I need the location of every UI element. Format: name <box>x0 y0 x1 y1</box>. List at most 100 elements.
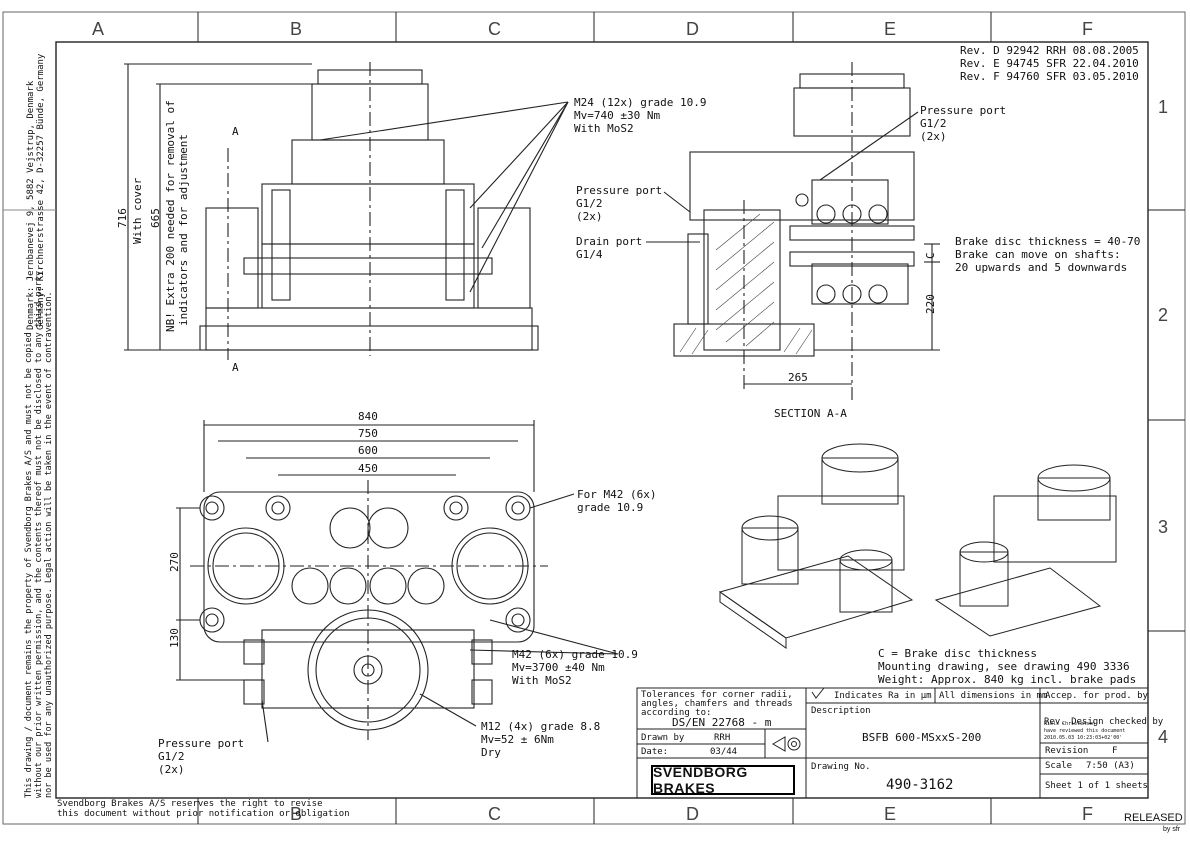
revision-value: F <box>1112 746 1118 756</box>
section-title: SECTION A-A <box>774 407 847 420</box>
drawn-by-value: RRH <box>714 733 731 743</box>
callout-m24-line-3: With MoS2 <box>574 122 634 135</box>
scale-label: Scale <box>1045 761 1073 771</box>
section-pressure-port-left-2: G1/2 <box>576 197 603 210</box>
section-mark-a-bottom: A <box>232 361 239 374</box>
checked-stamp-1: Niels Christensen <box>1044 721 1096 727</box>
description-value: BSFB 600-MSxxS-200 <box>862 731 982 744</box>
dim-270: 270 <box>168 552 181 572</box>
date-label: Date: <box>641 747 669 757</box>
callout-m24-line-1: M24 (12x) grade 10.9 <box>574 96 707 109</box>
zone-col-b-bottom: B <box>290 804 303 824</box>
zone-col-d-bottom: D <box>686 804 699 824</box>
front-view-drawing <box>124 62 569 360</box>
brake-disc-line-2: Brake can move on shafts: <box>955 248 1121 261</box>
callout-m24-line-2: Mv=740 ±30 Nm <box>574 109 661 122</box>
dim-840: 840 <box>358 410 378 423</box>
top-pressure-port-2: G1/2 <box>158 750 185 763</box>
zone-col-b: B <box>290 19 303 39</box>
zone-row-3: 3 <box>1158 517 1169 537</box>
brake-disc-line-1: Brake disc thickness = 40-70 <box>955 235 1141 248</box>
checked-stamp-3: 2010.05.03 10:23:03+02'00' <box>1044 735 1123 741</box>
callout-m42-line-2: Mv=3700 ±40 Nm <box>512 661 605 674</box>
tolerances-line-3: according to: <box>641 708 712 718</box>
tolerance-standard: DS/EN 22768 - m <box>672 716 772 729</box>
zone-col-e-bottom: E <box>884 804 897 824</box>
dim-130: 130 <box>168 628 181 648</box>
reserve-notice-2: this document without prior notification… <box>57 809 350 819</box>
dim-716: 716 <box>116 208 129 228</box>
note-brake-disc: C = Brake disc thickness <box>878 647 1037 660</box>
drawing-no-label: Drawing No. <box>811 762 871 772</box>
zone-row-2: 2 <box>1158 305 1169 325</box>
top-pressure-port-3: (2x) <box>158 763 185 776</box>
sheet-count: Sheet 1 of 1 sheets <box>1045 781 1148 791</box>
dim-with-cover: With cover <box>131 177 144 244</box>
released-stamp: RELEASED <box>1124 812 1183 824</box>
dim-600: 600 <box>358 444 378 457</box>
zone-row-4: 4 <box>1158 727 1169 747</box>
top-view-drawing <box>176 420 619 743</box>
copyright-line-3: nor be used for any unauthorized purpose… <box>44 291 54 798</box>
zone-col-c-bottom: C <box>488 804 501 824</box>
callout-m12-line-1: M12 (4x) grade 8.8 <box>481 720 601 733</box>
zone-row-1: 1 <box>1158 97 1169 117</box>
zone-col-c: C <box>488 19 501 39</box>
front-note-line-2: indicators and for adjustment <box>177 133 190 326</box>
dim-c: C <box>924 252 937 259</box>
tolerances-line-1: Tolerances for corner radii, <box>641 690 793 700</box>
date-value: 03/44 <box>710 747 738 757</box>
zone-col-f-bottom: F <box>1082 804 1093 824</box>
section-mark-a-top: A <box>232 125 239 138</box>
dim-265: 265 <box>788 371 808 384</box>
dim-450: 450 <box>358 462 378 475</box>
zone-col-d: D <box>686 19 699 39</box>
all-dimensions-mm: All dimensions in mm <box>939 691 1048 701</box>
top-pressure-port-1: Pressure port <box>158 737 245 750</box>
tolerances-line-2: angles, chamfers and threads <box>641 699 793 709</box>
title-block-lines <box>636 687 1149 799</box>
callout-m12-line-2: Mv=52 ± 6Nm <box>481 733 554 746</box>
drain-port-line-2: G1/4 <box>576 248 603 261</box>
dim-665: 665 <box>149 208 162 228</box>
callout-m42-top-2: grade 10.9 <box>577 501 644 514</box>
reserve-notice-1: Svendborg Brakes A/S reserves the right … <box>57 799 323 809</box>
section-view-drawing <box>646 62 940 400</box>
note-weight: Weight: Approx. 840 kg incl. brake pads <box>878 673 1137 686</box>
checked-stamp-2: have reviewed this document <box>1044 728 1126 734</box>
revision-d: Rev. D 92942 RRH 08.08.2005 <box>960 44 1139 57</box>
released-by: by sfr <box>1163 826 1181 833</box>
callout-m42-top-1: For M42 (6x) <box>577 488 657 501</box>
dim-220: 220 <box>924 294 937 314</box>
section-pressure-port-left-1: Pressure port <box>576 184 663 197</box>
callout-m42-line-3: With MoS2 <box>512 674 572 687</box>
indicates-ra: Indicates Ra in µm <box>834 691 932 701</box>
section-pressure-port-top-2: G1/2 <box>920 117 947 130</box>
zone-col-e: E <box>884 19 897 39</box>
callout-m42-line-1: M42 (6x) grade 10.9 <box>512 648 638 661</box>
copyright-line-1: This drawing / document remains the prop… <box>24 332 34 798</box>
section-pressure-port-top-1: Pressure port <box>920 104 1007 117</box>
zone-col-f: F <box>1082 19 1093 39</box>
drawing-no-value: 490-3162 <box>886 777 954 793</box>
revision-f: Rev. F 94760 SFR 03.05.2010 <box>960 70 1139 83</box>
isometric-views <box>718 443 1117 649</box>
revision-e: Rev. E 94745 SFR 22.04.2010 <box>960 57 1139 70</box>
note-mounting-drawing: Mounting drawing, see drawing 490 3336 <box>878 660 1130 673</box>
revision-label: Revision <box>1045 746 1089 756</box>
callout-m12-line-3: Dry <box>481 746 501 759</box>
copyright-line-2: without our prior written permission, an… <box>34 265 44 798</box>
drain-port-line-1: Drain port <box>576 235 643 248</box>
section-pressure-port-left-3: (2x) <box>576 210 603 223</box>
dim-750: 750 <box>358 427 378 440</box>
brake-disc-line-3: 20 upwards and 5 downwards <box>955 261 1128 274</box>
section-pressure-port-top-3: (2x) <box>920 130 947 143</box>
svendborg-brakes-logo: SVENDBORG BRAKES <box>651 764 795 796</box>
description-label: Description <box>811 706 871 716</box>
scale-value: 7:50 (A3) <box>1086 761 1135 771</box>
front-note-line-1: NB! Extra 200 needed for removal of <box>164 100 177 332</box>
zone-col-a: A <box>92 19 105 39</box>
accepted-for-prod: Accep. for prod. by <box>1045 691 1148 701</box>
design-checked-label: Rev. Design checked by <box>1044 717 1164 727</box>
